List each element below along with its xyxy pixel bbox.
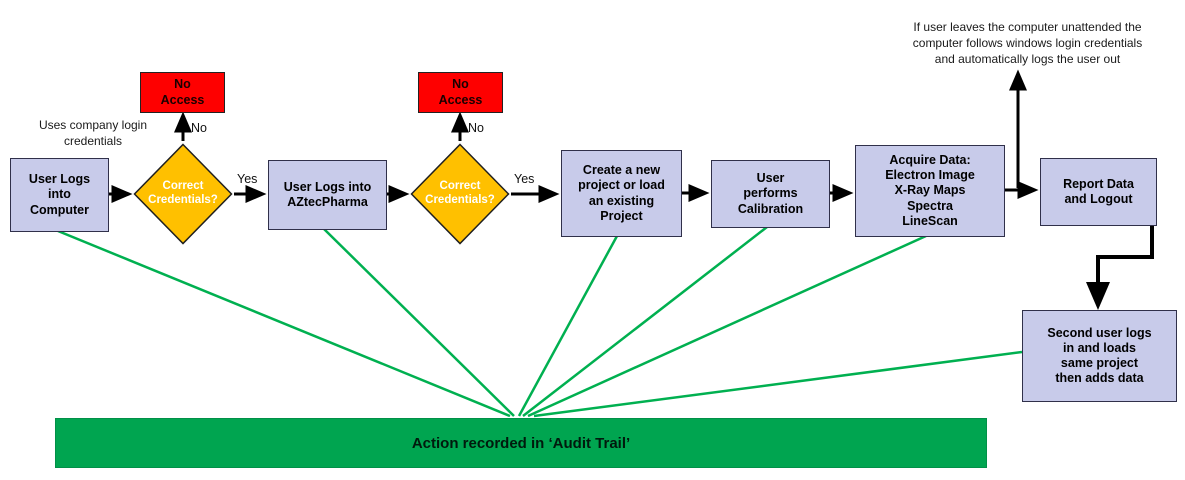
edge-label-yes-2: Yes xyxy=(514,172,535,186)
step-acquire-data: Acquire Data: Electron Image X-Ray Maps … xyxy=(855,145,1005,237)
step-user-performs-calibration: User performs Calibration xyxy=(711,160,830,228)
diamond-shape xyxy=(133,143,233,245)
arrow-report-to-second-user xyxy=(1086,224,1154,310)
note-company-login: Uses company login credentials xyxy=(38,118,148,148)
note-unattended-logout: If user leaves the computer unattended t… xyxy=(912,20,1143,66)
decision-correct-credentials-2: Correct Credentials? xyxy=(410,143,510,245)
step-create-or-load-project: Create a new project or load an existing… xyxy=(561,150,682,237)
audit-line-from-acquire-data xyxy=(527,234,927,418)
decision-label: Correct Credentials? xyxy=(425,180,495,206)
audit-line-from-computer-login xyxy=(57,229,511,418)
audit-trail-bar: Action recorded in ‘Audit Trail’ xyxy=(55,418,987,468)
edge-label-no-1: No xyxy=(191,121,207,135)
audit-line-from-aztec-login xyxy=(323,228,515,417)
audit-trail-lines xyxy=(57,226,1023,418)
step-no-access-1: No Access xyxy=(140,72,225,113)
step-report-data-and-logout: Report Data and Logout xyxy=(1040,158,1157,226)
audit-line-from-calibration xyxy=(522,226,768,417)
edge-label-yes-1: Yes xyxy=(237,172,258,186)
step-user-logs-into-computer: User Logs into Computer xyxy=(10,158,109,232)
edge-label-no-2: No xyxy=(468,121,484,135)
audit-line-from-second-user xyxy=(533,350,1023,418)
step-user-logs-into-aztecpharma: User Logs into AZtecPharma xyxy=(268,160,387,230)
step-second-user-adds-data: Second user logs in and loads same proje… xyxy=(1022,310,1177,402)
decision-label: Correct Credentials? xyxy=(148,180,218,206)
flow-arrows xyxy=(107,69,1154,310)
step-no-access-2: No Access xyxy=(418,72,503,113)
audit-line-from-create-project xyxy=(517,235,619,417)
decision-correct-credentials-1: Correct Credentials? xyxy=(133,143,233,245)
diamond-shape xyxy=(410,143,510,245)
